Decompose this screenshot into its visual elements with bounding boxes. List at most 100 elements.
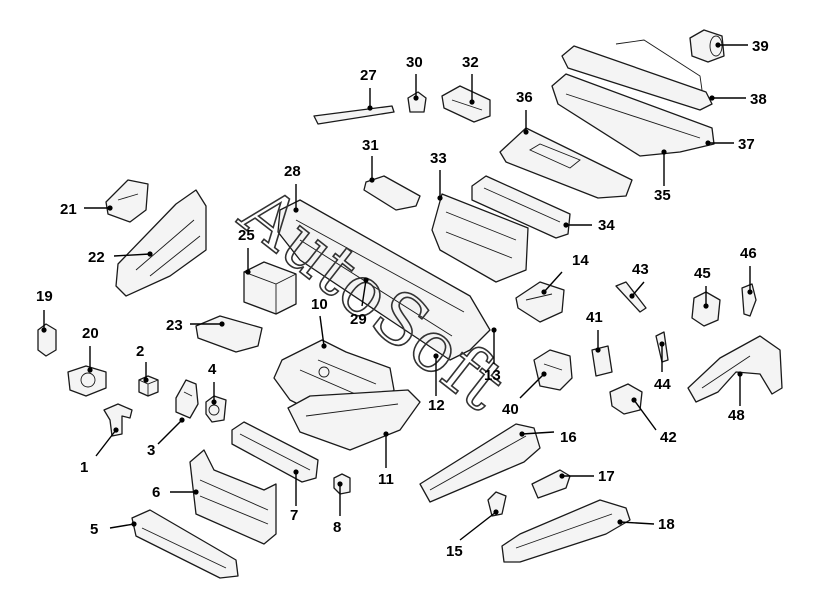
leader-dot-25 <box>245 269 251 275</box>
leader-line-15 <box>459 511 497 541</box>
parts <box>37 29 783 579</box>
leader-line-43 <box>631 281 645 297</box>
leader-lines <box>41 42 753 541</box>
part-19-block <box>37 323 57 357</box>
callout-18: 18 <box>658 516 675 533</box>
part-17-member <box>531 469 571 499</box>
leader-dot-17 <box>559 473 565 479</box>
callout-2: 2 <box>136 343 144 360</box>
leader-dot-33 <box>437 195 443 201</box>
leader-line-18 <box>619 521 655 525</box>
callout-48: 48 <box>728 407 745 424</box>
leader-dot-8 <box>337 481 343 487</box>
part-1-bracket <box>103 403 133 437</box>
callout-42: 42 <box>660 429 677 446</box>
part-14-bracket <box>515 281 565 323</box>
part-34-crossmember <box>471 175 571 239</box>
leader-dot-18 <box>617 519 623 525</box>
callout-15: 15 <box>446 543 463 560</box>
leader-dot-32 <box>469 99 475 105</box>
leader-dot-41 <box>595 347 601 353</box>
part-42-bracket <box>609 383 643 415</box>
part-37-cowl <box>551 73 715 157</box>
leader-dot-44 <box>659 341 665 347</box>
leader-dot-43 <box>629 293 635 299</box>
part-33-panel <box>431 193 529 283</box>
callout-33: 33 <box>430 150 447 167</box>
leader-dot-4 <box>211 399 217 405</box>
callout-1: 1 <box>80 459 88 476</box>
leader-dot-1 <box>113 427 119 433</box>
part-22-wheelhouse <box>115 189 207 297</box>
part-2-block <box>138 375 159 397</box>
callout-37: 37 <box>738 136 755 153</box>
leader-dot-10 <box>321 343 327 349</box>
leader-dot-28 <box>293 207 299 213</box>
callout-35: 35 <box>654 187 671 204</box>
callout-6: 6 <box>152 484 160 501</box>
callout-36: 36 <box>516 89 533 106</box>
callout-12: 12 <box>428 397 445 414</box>
callout-38: 38 <box>750 91 767 108</box>
part-12-tunnel <box>277 199 491 361</box>
part-25-battery <box>243 261 297 315</box>
leader-dot-19 <box>41 327 47 333</box>
leader-dot-46 <box>747 289 753 295</box>
leader-dot-20 <box>87 367 93 373</box>
leader-dot-42 <box>631 397 637 403</box>
part-21-bracket <box>105 179 149 223</box>
leader-line-10 <box>319 315 325 347</box>
callout-16: 16 <box>560 429 577 446</box>
part-39-motor <box>689 29 725 63</box>
callout-7: 7 <box>290 507 298 524</box>
part-16-rail <box>419 423 541 503</box>
callout-14: 14 <box>572 252 589 269</box>
part-11-rearfloor <box>287 389 421 451</box>
part-18-member <box>501 499 631 563</box>
leader-line-42 <box>633 399 657 431</box>
callout-5: 5 <box>90 521 98 538</box>
part-40-assembly <box>533 349 573 391</box>
callout-30: 30 <box>406 54 423 71</box>
leader-dot-3 <box>179 417 185 423</box>
part-4-mount <box>205 395 227 423</box>
callout-25: 25 <box>238 227 255 244</box>
leader-dot-29 <box>363 277 369 283</box>
callout-19: 19 <box>36 288 53 305</box>
leader-dot-30 <box>413 95 419 101</box>
leader-line-22 <box>113 253 151 257</box>
part-27-rod <box>313 105 395 125</box>
callout-41: 41 <box>586 309 603 326</box>
callout-44: 44 <box>654 376 671 393</box>
leader-dot-35 <box>661 149 667 155</box>
part-23-tray <box>195 315 263 353</box>
part-31-plate <box>363 175 421 211</box>
callout-22: 22 <box>88 249 105 266</box>
leader-dot-27 <box>367 105 373 111</box>
part-32-bracket <box>441 85 491 123</box>
leader-dot-37 <box>705 140 711 146</box>
callout-29: 29 <box>350 311 367 328</box>
callout-40: 40 <box>502 401 519 418</box>
leader-dot-13 <box>491 327 497 333</box>
leader-line-40 <box>519 373 545 399</box>
leader-dot-5 <box>131 521 137 527</box>
leader-dot-2 <box>143 377 149 383</box>
leader-dot-39 <box>715 42 721 48</box>
leader-dot-7 <box>293 469 299 475</box>
callout-labels: 1 2 3 4 5 6 7 8 10 11 12 13 14 15 16 17 … <box>36 38 769 560</box>
leader-dot-23 <box>219 321 225 327</box>
part-6-panel <box>189 449 277 545</box>
callout-13: 13 <box>484 367 501 384</box>
callout-20: 20 <box>82 325 99 342</box>
callout-46: 46 <box>740 245 757 262</box>
leader-dot-12 <box>433 353 439 359</box>
callout-11: 11 <box>378 471 394 488</box>
part-7-crossmember <box>231 421 319 483</box>
leader-dot-14 <box>541 289 547 295</box>
leader-line-16 <box>521 431 555 435</box>
part-5-bumper <box>131 509 239 579</box>
leader-dot-21 <box>107 205 113 211</box>
leader-dot-45 <box>703 303 709 309</box>
